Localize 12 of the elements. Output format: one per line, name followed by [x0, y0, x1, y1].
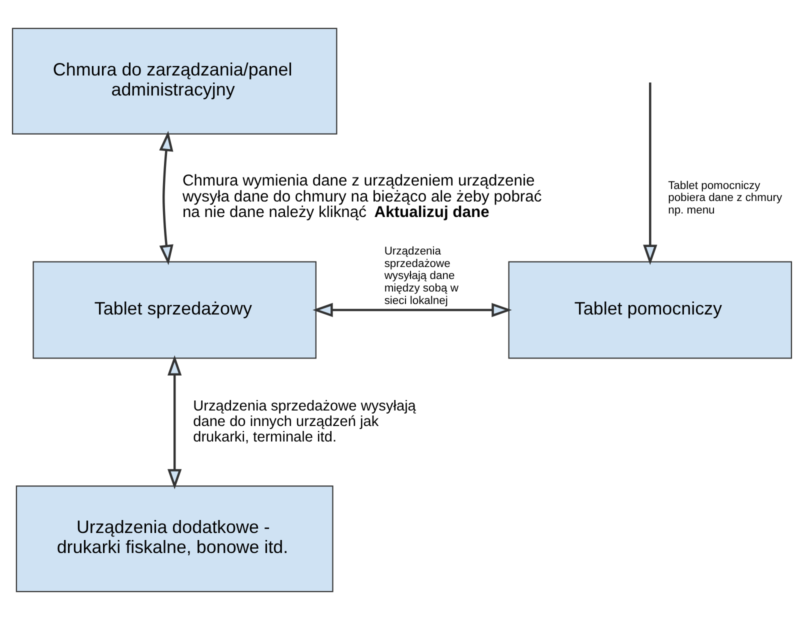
node-box: Urządzenia dodatkowe - drukarki fiskalne, bonowe itd.	[16, 485, 334, 592]
arrow	[168, 354, 182, 489]
arrow	[159, 130, 174, 265]
edge-label: Chmura wymienia dane z urządzeniem urządzenie wysyła dane do chmury na bieżąco ale żeby pobrać na nie dane należy kliknąć Aktualizuj dane	[182, 172, 542, 221]
edge-label: Urządzenia sprzedażowe wysyłają dane do innych urządzeń jak drukarki, terminale itd.	[193, 398, 416, 446]
node-box: Tablet sprzedażowy	[32, 260, 316, 358]
arrow	[312, 302, 512, 317]
node-box: Chmura do zarządzania/panel administracyjny	[12, 27, 338, 134]
node-box: Tablet pomocniczy	[508, 260, 792, 358]
arrow	[643, 82, 658, 264]
edge-label: Urządzenia sprzedażowe wysyłają dane między sobą w sieci lokalnej	[384, 244, 458, 306]
edge-label: Tablet pomocniczy pobiera dane z chmury np. menu	[668, 179, 782, 216]
